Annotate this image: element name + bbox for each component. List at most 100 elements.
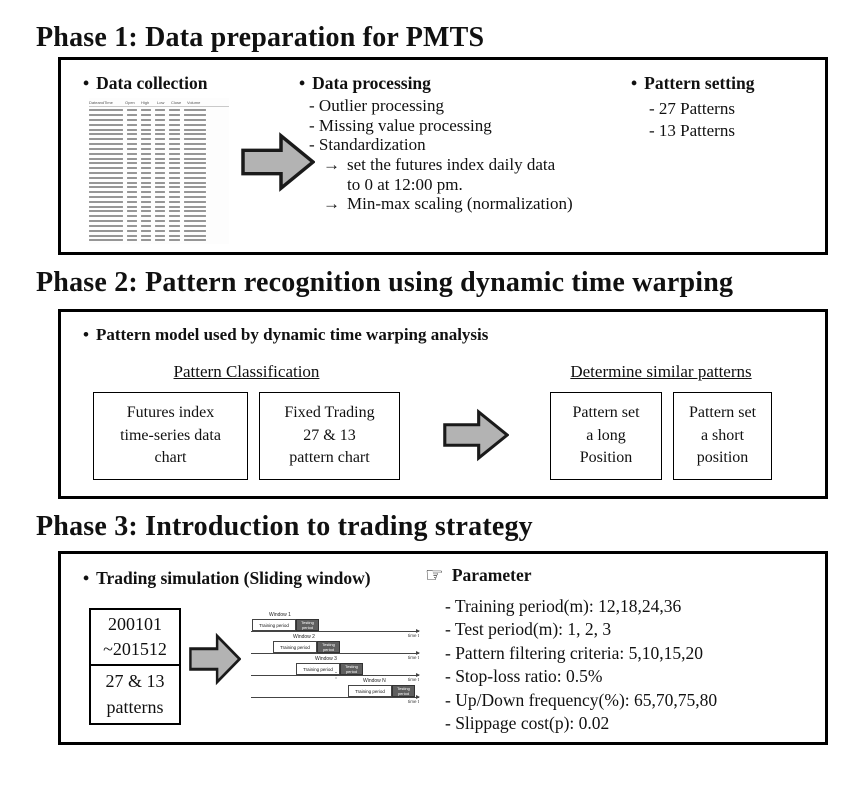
table-texture-cell: [155, 171, 165, 174]
table-texture-cell: [127, 196, 137, 199]
table-texture-cell: [184, 200, 206, 203]
table-texture-cell: [127, 215, 137, 218]
table-texture-cell: [155, 114, 165, 117]
table-texture-row: [89, 132, 229, 137]
table-texture-cell: [141, 224, 151, 227]
table-texture-cell: [89, 162, 123, 165]
table-texture-cell: [184, 109, 206, 112]
time-label: time t: [407, 677, 419, 682]
phase2-box: • Pattern model used by dynamic time war…: [58, 309, 828, 499]
table-texture-cell: [155, 191, 165, 194]
table-texture-row: [89, 156, 229, 161]
table-texture-cell: [141, 171, 151, 174]
table-texture-cell: [155, 167, 165, 170]
table-texture-cell: [141, 167, 151, 170]
table-texture-cell: [169, 215, 180, 218]
table-texture-row: [89, 204, 229, 209]
table-texture-cell: [169, 210, 180, 213]
table-texture-cell: [141, 181, 151, 184]
time-axis: [251, 651, 420, 655]
table-texture-cell: [184, 123, 206, 126]
flow-arrow-icon: [241, 132, 315, 192]
table-col-open: Open: [125, 99, 135, 105]
long-position-box: Pattern set a long Position: [550, 392, 662, 480]
bullet-icon: •: [83, 73, 90, 93]
table-texture-cell: [184, 114, 206, 117]
table-texture-row: [89, 209, 229, 214]
table-texture-cell: [127, 157, 137, 160]
table-texture-cell: [89, 147, 123, 150]
table-texture-cell: [89, 239, 123, 242]
table-texture-cell: [89, 176, 123, 179]
testing-period-box: Testing period: [317, 641, 340, 653]
table-texture-cell: [127, 200, 137, 203]
data-table-header: DateandTime Open High Low Close Volume: [89, 98, 229, 107]
table-texture-cell: [141, 123, 151, 126]
table-texture-cell: [184, 229, 206, 232]
table-texture-cell: [169, 191, 180, 194]
table-texture-cell: [184, 133, 206, 136]
table-texture-cell: [89, 191, 123, 194]
list-item: - Test period(m): 1, 2, 3: [445, 619, 612, 640]
table-col-volume: Volume: [187, 99, 201, 105]
table-texture-cell: [141, 229, 151, 232]
table-texture-cell: [184, 128, 206, 131]
table-texture-cell: [89, 133, 123, 136]
table-texture-cell: [169, 162, 180, 165]
note-text: Min-max scaling (normalization): [347, 194, 573, 213]
table-texture-cell: [155, 224, 165, 227]
table-texture-cell: [184, 152, 206, 155]
table-texture-cell: [141, 220, 151, 223]
list-item: - Missing value processing: [309, 115, 492, 135]
table-texture-cell: [155, 229, 165, 232]
training-period-box: Training period: [348, 685, 392, 697]
table-texture-cell: [141, 138, 151, 141]
table-texture-cell: [141, 133, 151, 136]
table-texture-cell: [127, 167, 137, 170]
table-texture-cell: [155, 119, 165, 122]
table-texture-row: [89, 113, 229, 118]
time-axis: [251, 673, 420, 677]
table-texture-cell: [141, 109, 151, 112]
table-texture-cell: [155, 123, 165, 126]
table-texture-row: [89, 224, 229, 229]
phase1-title: Phase 1: Data preparation for PMTS: [36, 22, 485, 53]
time-label: time t: [407, 655, 419, 660]
table-texture-cell: [127, 186, 137, 189]
table-texture-row: [89, 137, 229, 142]
table-texture-cell: [127, 224, 137, 227]
window-label: Window 3: [315, 656, 337, 662]
table-texture-cell: [155, 200, 165, 203]
table-texture-row: [89, 228, 229, 233]
table-texture-cell: [184, 205, 206, 208]
time-axis: [251, 629, 420, 633]
table-texture-cell: [184, 186, 206, 189]
table-texture-row: [89, 199, 229, 204]
phase2-title: Phase 2: Pattern recognition using dynam…: [36, 267, 734, 298]
input-data-boxes: 200101 ~201512 27 & 13 patterns: [89, 608, 181, 725]
list-item: - Pattern filtering criteria: 5,10,15,20: [445, 642, 704, 663]
table-texture-cell: [169, 200, 180, 203]
table-texture-cell: [155, 205, 165, 208]
table-texture-row: [89, 175, 229, 180]
table-texture-cell: [127, 147, 137, 150]
table-texture-row: [89, 147, 229, 152]
table-texture-cell: [89, 205, 123, 208]
testing-period-box: Testing period: [296, 619, 319, 631]
sample-period-box: 200101 ~201512: [89, 608, 181, 666]
table-texture-cell: [141, 114, 151, 117]
table-texture-cell: [169, 186, 180, 189]
window-label: Window N: [363, 678, 386, 684]
table-texture-cell: [155, 143, 165, 146]
table-texture-cell: [184, 224, 206, 227]
training-period-box: Training period: [296, 663, 340, 675]
table-texture-cell: [169, 119, 180, 122]
table-texture-cell: [155, 210, 165, 213]
table-texture-cell: [169, 220, 180, 223]
table-texture-cell: [127, 119, 137, 122]
table-texture-cell: [184, 176, 206, 179]
table-texture-row: [89, 195, 229, 200]
table-texture-cell: [169, 234, 180, 237]
table-texture-cell: [169, 167, 180, 170]
bullet-icon: •: [299, 73, 306, 93]
